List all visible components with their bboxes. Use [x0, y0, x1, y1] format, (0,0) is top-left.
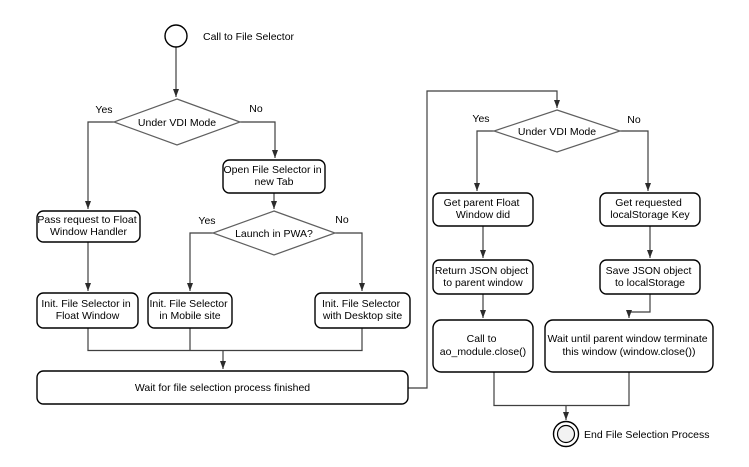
process-label-line1: Init. File Selector [322, 298, 401, 310]
process-init-desktop-site: Init. File Selector with Desktop site [314, 292, 411, 329]
process-label-line2: Window did [456, 209, 510, 221]
process-get-localstorage-key: Get requested localStorage Key [599, 192, 701, 227]
process-init-float-window: Init. File Selector in Float Window [36, 292, 139, 329]
process-label-line1: Wait until parent window terminate [547, 333, 707, 345]
process-label-line2: localStorage Key [610, 209, 690, 221]
process-get-parent-float-window: Get parent Float Window did [432, 192, 534, 227]
svg-text:Init. File Selector with: Init. File Selector with Desktop site [322, 298, 403, 322]
edge-wait-to-vdi2 [408, 90, 560, 389]
process-wait-selection: Wait for file selection process finished [36, 370, 409, 405]
edge-vdi1-yes [85, 121, 114, 209]
process-box [314, 292, 411, 329]
label-pwa-no: No [335, 214, 349, 226]
process-label-line1: Pass request to Float [37, 214, 136, 226]
edge-save-to-terminate [626, 294, 651, 318]
process-label-line2: this window (window.close()) [562, 346, 695, 358]
process-init-mobile-site: Init. File Selector in Mobile site [147, 292, 233, 329]
svg-text:Init. File Selector in M: Init. File Selector in Mobile site [149, 298, 230, 322]
process-label-line2: to localStorage [615, 277, 685, 289]
process-box [432, 192, 534, 227]
process-label-line2: new Tab [255, 176, 294, 188]
end-circle-inner [556, 424, 576, 444]
svg-text:Save JSON object to loca: Save JSON object to localStorage [606, 265, 695, 289]
edges [85, 47, 653, 420]
decision-under-vdi-mode-2: Under VDI Mode [492, 109, 622, 153]
process-label-line1: Call to [467, 333, 497, 345]
edge-pwa-no [335, 232, 365, 291]
process-box [599, 192, 701, 227]
process-label-line1: Get parent Float [444, 197, 520, 209]
process-label-line2: in Mobile site [159, 310, 220, 322]
process-wait-terminate: Wait until parent window terminate this … [544, 319, 714, 373]
process-label-line1: Get requested [615, 197, 682, 209]
label-pwa-yes: Yes [198, 215, 215, 227]
decision-label: Under VDI Mode [138, 117, 216, 129]
start-circle [164, 24, 188, 48]
edge-labels: Yes No Yes No Yes No [95, 103, 640, 227]
label-vdi1-yes: Yes [95, 104, 112, 116]
start-node: Call to File Selector [164, 24, 295, 48]
process-label-line1: Init. File Selector in [41, 298, 130, 310]
process-box [147, 292, 233, 329]
decision-diamond [492, 109, 622, 153]
label-vdi1-no: No [249, 103, 263, 115]
process-return-json: Return JSON object to parent window [432, 259, 534, 295]
process-label-line1: Open File Selector in [224, 164, 322, 176]
svg-text:Get requested localStora: Get requested localStorage Key [610, 197, 690, 221]
process-label-line2: to parent window [443, 277, 523, 289]
process-save-json: Save JSON object to localStorage [599, 259, 701, 295]
end-node: End File Selection Process [552, 420, 709, 448]
decision-launch-in-pwa: Launch in PWA? [211, 210, 337, 256]
decision-diamond [211, 210, 337, 256]
process-box [222, 159, 326, 194]
process-label-line2: Float Window [56, 310, 120, 322]
process-label-line1: Return JSON object [435, 265, 528, 277]
edge-pwa-yes [187, 232, 213, 291]
process-label-line2: Window Handler [50, 226, 128, 238]
edge-vdi2-yes [474, 130, 494, 191]
process-box [599, 259, 701, 295]
process-label-line1: Save JSON object [606, 265, 692, 277]
process-box [544, 319, 714, 373]
svg-text:Wait until parent window termi: Wait until parent window terminate this … [547, 333, 710, 358]
process-box [36, 292, 139, 329]
process-call-ao-module-close: Call to ao_module.close() [432, 319, 534, 373]
process-label-line1: Init. File Selector [149, 298, 228, 310]
decision-diamond [112, 98, 242, 146]
decision-label: Launch in PWA? [235, 228, 313, 240]
decision-under-vdi-mode-1: Under VDI Mode [112, 98, 242, 146]
process-box [36, 210, 141, 243]
edge-vdi2-no [620, 130, 651, 191]
svg-text:Open File Selector in ne: Open File Selector in new Tab [224, 164, 325, 188]
svg-text:Init. File Selector in F: Init. File Selector in Float Window [41, 298, 133, 322]
label-vdi2-yes: Yes [472, 113, 489, 125]
svg-text:Get parent Float Window: Get parent Float Window did [444, 197, 523, 221]
decision-label: Under VDI Mode [518, 126, 596, 138]
svg-text:Call to ao_module.close(: Call to ao_module.close() [440, 333, 526, 358]
svg-text:Return JSON object to pa: Return JSON object to parent window [435, 265, 531, 289]
start-label: Call to File Selector [203, 31, 295, 43]
process-box [432, 319, 534, 373]
process-box [432, 259, 534, 295]
process-box [36, 370, 409, 405]
process-label: Wait for file selection process finished [135, 382, 310, 394]
process-open-tab: Open File Selector in new Tab [222, 159, 326, 194]
process-label-line2: with Desktop site [322, 310, 403, 322]
end-label: End File Selection Process [584, 429, 709, 441]
svg-text:Pass request to Float Wi: Pass request to Float Window Handler [37, 214, 139, 238]
process-label-line2: ao_module.close() [440, 346, 526, 358]
label-vdi2-no: No [627, 114, 641, 126]
process-pass-request: Pass request to Float Window Handler [36, 210, 141, 243]
edge-vdi1-no [240, 121, 278, 158]
